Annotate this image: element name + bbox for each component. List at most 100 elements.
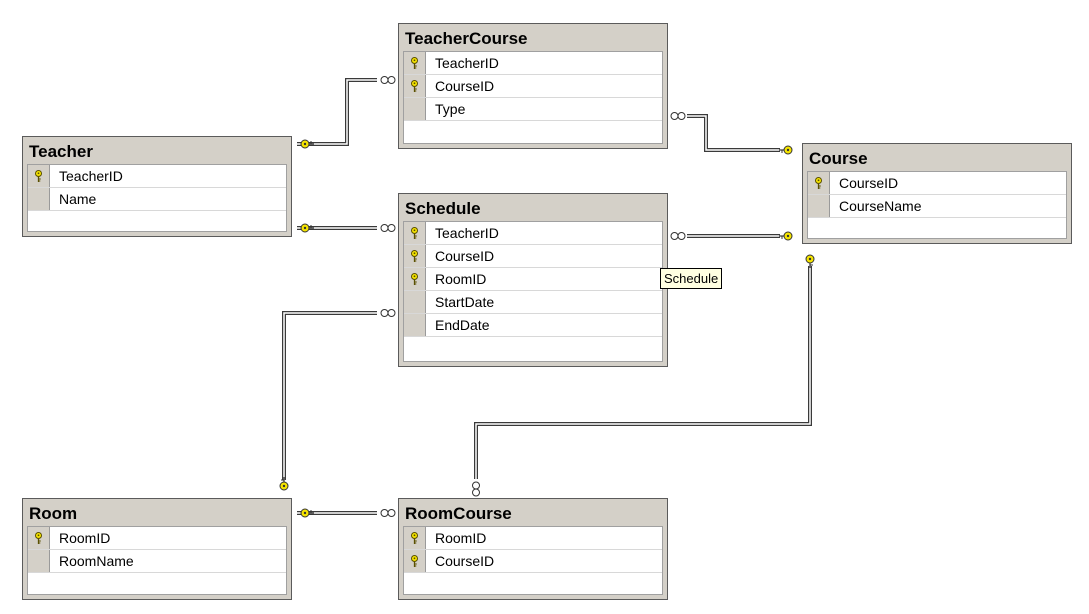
row-selector[interactable] xyxy=(28,550,50,572)
infinity-end-icon xyxy=(380,76,396,84)
column-grid: TeacherID CourseID Type xyxy=(403,51,663,144)
table-course[interactable]: Course CourseID CourseName xyxy=(802,143,1072,244)
row-selector[interactable] xyxy=(28,188,50,210)
infinity-end-icon xyxy=(670,112,686,120)
primary-key-end-icon xyxy=(279,476,289,491)
table-title: Teacher xyxy=(29,142,93,161)
relationship-teacher-teachercourse[interactable] xyxy=(297,76,396,149)
key-icon xyxy=(411,226,418,239)
column-row[interactable]: CourseID xyxy=(404,550,662,573)
key-icon xyxy=(411,272,418,285)
column-name: RoomName xyxy=(59,553,134,569)
column-name: Name xyxy=(59,191,97,207)
infinity-end-icon xyxy=(380,309,396,317)
column-name: TeacherID xyxy=(435,55,499,71)
column-grid: RoomID RoomName xyxy=(27,526,287,595)
column-row[interactable]: RoomID xyxy=(28,527,286,550)
column-name: RoomID xyxy=(435,271,487,287)
column-row[interactable]: Name xyxy=(28,188,286,211)
relationship-room-schedule[interactable] xyxy=(279,309,396,491)
infinity-end-icon xyxy=(670,232,686,240)
key-icon xyxy=(411,531,418,544)
table-teachercourse[interactable]: TeacherCourse TeacherID CourseID Type xyxy=(398,23,668,149)
relationship-course-roomcourse[interactable] xyxy=(472,254,815,497)
column-name: RoomID xyxy=(59,530,111,546)
infinity-end-icon xyxy=(380,224,396,232)
table-title: Schedule xyxy=(405,199,481,218)
column-name: CourseID xyxy=(839,175,899,191)
column-name: CourseID xyxy=(435,78,495,94)
row-selector[interactable] xyxy=(404,314,426,336)
infinity-end-icon xyxy=(380,509,396,517)
column-name: CourseID xyxy=(435,553,495,569)
column-row[interactable]: RoomID xyxy=(404,527,662,550)
primary-key-end-icon xyxy=(778,145,793,155)
row-selector[interactable] xyxy=(808,195,830,217)
infinity-end-icon xyxy=(472,481,480,497)
column-row[interactable]: TeacherID xyxy=(28,165,286,188)
key-icon xyxy=(411,79,418,92)
key-icon xyxy=(35,531,42,544)
table-title: RoomCourse xyxy=(405,504,512,523)
column-name: RoomID xyxy=(435,530,487,546)
column-name: StartDate xyxy=(435,294,495,310)
column-row[interactable]: RoomID xyxy=(404,268,662,291)
table-schedule[interactable]: Schedule TeacherID CourseID RoomID StartDat… xyxy=(398,193,668,367)
row-selector[interactable] xyxy=(404,98,426,120)
column-row[interactable]: TeacherID xyxy=(404,52,662,75)
row-selector[interactable] xyxy=(404,52,426,74)
row-selector[interactable] xyxy=(28,527,50,549)
row-selector[interactable] xyxy=(808,172,830,194)
table-roomcourse[interactable]: RoomCourse RoomID CourseID xyxy=(398,498,668,600)
key-icon xyxy=(815,176,822,189)
column-name: TeacherID xyxy=(435,225,499,241)
row-selector[interactable] xyxy=(404,550,426,572)
relationship-room-roomcourse[interactable] xyxy=(297,508,396,518)
column-row[interactable]: EndDate xyxy=(404,314,662,337)
relationship-teacher-schedule[interactable] xyxy=(297,223,396,233)
row-selector[interactable] xyxy=(404,291,426,313)
column-row[interactable]: CourseName xyxy=(808,195,1066,218)
primary-key-end-icon xyxy=(300,508,315,518)
column-grid: CourseID CourseName xyxy=(807,171,1067,239)
column-row[interactable]: CourseID xyxy=(808,172,1066,195)
table-room[interactable]: Room RoomID RoomName xyxy=(22,498,292,600)
table-title: Room xyxy=(29,504,78,523)
column-name: TeacherID xyxy=(59,168,123,184)
column-name: CourseID xyxy=(435,248,495,264)
key-icon xyxy=(411,249,418,262)
column-row[interactable]: Type xyxy=(404,98,662,121)
primary-key-end-icon xyxy=(300,139,315,149)
relationship-schedule-course[interactable] xyxy=(670,231,793,241)
column-name: EndDate xyxy=(435,317,490,333)
row-selector[interactable] xyxy=(28,165,50,187)
key-icon xyxy=(35,169,42,182)
primary-key-end-icon xyxy=(778,231,793,241)
column-row[interactable]: TeacherID xyxy=(404,222,662,245)
table-title: TeacherCourse xyxy=(405,29,528,48)
column-row[interactable]: StartDate xyxy=(404,291,662,314)
row-selector[interactable] xyxy=(404,75,426,97)
column-row[interactable]: CourseID xyxy=(404,75,662,98)
column-grid: TeacherID Name xyxy=(27,164,287,232)
column-row[interactable]: RoomName xyxy=(28,550,286,573)
column-row[interactable]: CourseID xyxy=(404,245,662,268)
column-grid: RoomID CourseID xyxy=(403,526,663,595)
primary-key-end-icon xyxy=(300,223,315,233)
primary-key-end-icon xyxy=(805,254,815,269)
row-selector[interactable] xyxy=(404,268,426,290)
table-title: Course xyxy=(809,149,868,168)
tooltip: Schedule xyxy=(660,268,723,289)
key-icon xyxy=(411,554,418,567)
row-selector[interactable] xyxy=(404,245,426,267)
row-selector[interactable] xyxy=(404,527,426,549)
column-name: CourseName xyxy=(839,198,922,214)
table-teacher[interactable]: Teacher TeacherID Name xyxy=(22,136,292,237)
key-icon xyxy=(411,56,418,69)
row-selector[interactable] xyxy=(404,222,426,244)
column-name: Type xyxy=(435,101,466,117)
relationship-teachercourse-course[interactable] xyxy=(670,112,793,155)
